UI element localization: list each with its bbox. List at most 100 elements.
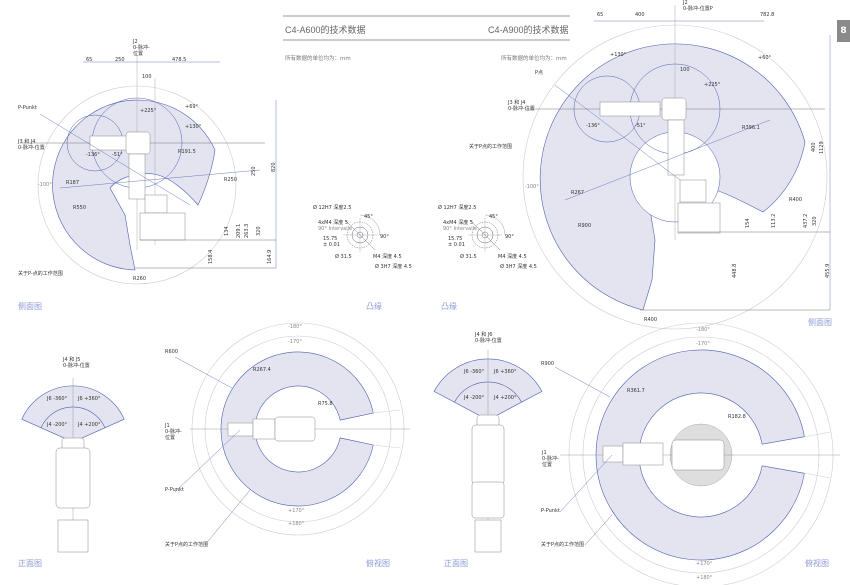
- flange-label: 4xM4 深度 5: [443, 220, 473, 226]
- flange-label: 15.75 ± 0.01: [448, 236, 465, 248]
- view-label: 凸缘: [441, 302, 457, 311]
- angle-label: J4 +200°: [78, 422, 101, 428]
- dim-label: 164.9: [267, 249, 273, 264]
- dim-label: 154: [745, 218, 751, 228]
- angle-label: +225°: [140, 108, 157, 114]
- a600-top-view-drawing: [174, 322, 410, 546]
- dim-label: 100: [142, 74, 152, 80]
- radius-label: R260: [133, 276, 147, 282]
- angle-label: J6 +360°: [78, 396, 101, 402]
- callout-label: J4 和 J5 0-脉冲-位置: [63, 357, 90, 369]
- angle-label: 90°: [505, 234, 514, 240]
- radius-label: R191.5: [178, 149, 196, 155]
- angle-label: +130°: [185, 124, 202, 130]
- dim-label: 113.2: [771, 213, 777, 228]
- angle-label: +130°: [610, 52, 627, 58]
- angle-label: +180°: [288, 521, 305, 527]
- angle-label: J4 +200°: [494, 395, 517, 401]
- a600-front-view-drawing: [21, 378, 125, 553]
- flange-label: 90° Intervalle: [318, 226, 353, 232]
- callout-label: J1 0-脉冲- 位置: [165, 423, 182, 441]
- angle-label: J6 -360°: [47, 396, 68, 402]
- radius-label: R267.4: [253, 367, 271, 373]
- view-label: 俯视图: [805, 559, 829, 568]
- radius-label: R361.7: [627, 388, 645, 394]
- callout-label: P-Punkt: [165, 487, 184, 493]
- angle-label: +69°: [185, 104, 199, 110]
- dim-label: 158.4: [208, 249, 214, 264]
- radius-label: R396.1: [742, 125, 760, 131]
- flange-label: Ø 3H7 深度 4.5: [375, 264, 412, 270]
- callout-label: J3 和 J4 0-脉冲-位置: [18, 139, 45, 151]
- dim-label: J2 0-脉冲-位置P: [683, 0, 713, 12]
- radius-label: R900: [578, 223, 592, 229]
- angle-label: J4 -200°: [464, 395, 485, 401]
- dim-label: 437.2: [803, 213, 809, 228]
- angle-label: 90°: [380, 234, 389, 240]
- view-label: 俯视图: [366, 559, 390, 568]
- angle-label: J6 -360°: [464, 369, 485, 375]
- radius-label: R187: [66, 180, 80, 186]
- view-label: 正面图: [444, 559, 468, 568]
- angle-label: 45°: [364, 214, 373, 220]
- a600-section-title: C4-A600的技术数据: [285, 25, 366, 35]
- radius-label: R182.8: [728, 414, 746, 420]
- dim-label: 478.5: [172, 57, 187, 63]
- a900-unit-note: 所有数据的单位均为：mm: [501, 56, 567, 62]
- angle-label: J6 +360°: [494, 369, 517, 375]
- dim-label: 1129: [819, 141, 825, 154]
- angle-label: +180°: [696, 575, 713, 581]
- dim-label: 455.9: [825, 263, 831, 278]
- callout-label: 关于P点的工作范围: [541, 542, 585, 548]
- angle-label: +170°: [288, 508, 305, 514]
- dim-label: 65: [597, 12, 604, 18]
- callout-label: P-Punkt: [541, 508, 560, 514]
- a600-side-view-drawing: [20, 55, 277, 285]
- angle-label: -100°: [525, 184, 539, 190]
- callout-label: P点: [535, 70, 544, 76]
- dim-label: 320: [256, 226, 262, 236]
- flange-label: Ø 31.5: [335, 254, 352, 260]
- angle-label: -136°: [86, 152, 100, 158]
- angle-label: +170°: [696, 561, 713, 567]
- page-number-badge: 8: [837, 20, 850, 42]
- dim-label: 448.8: [732, 263, 738, 278]
- flange-label: M4 深度 4.5: [498, 254, 527, 260]
- a600-flange-drawing: [343, 214, 381, 252]
- dim-label: 209.1: [236, 223, 242, 238]
- radius-label: R400: [789, 197, 803, 203]
- radius-label: R75.8: [318, 401, 333, 407]
- angle-label: +225°: [704, 82, 721, 88]
- dim-label: 400: [811, 142, 817, 152]
- radius-label: R600: [165, 349, 179, 355]
- callout-label: 关于P点的工作范围: [165, 542, 209, 548]
- flange-label: Ø 12H7 深度2.5: [438, 205, 477, 211]
- radius-label: R400: [644, 317, 658, 323]
- view-label: 正面图: [18, 559, 42, 568]
- a900-top-view-drawing: [554, 322, 840, 585]
- view-label: 凸缘: [366, 302, 382, 311]
- callout-label: J4 和 J6 0-脉冲-位置: [475, 332, 502, 344]
- flange-label: Ø 3H7 深度 4.5: [500, 264, 537, 270]
- a600-unit-note: 所有数据的单位均为：mm: [285, 56, 351, 62]
- dim-label: 100: [680, 67, 690, 73]
- radius-label: R550: [73, 205, 87, 211]
- flange-label: Ø 12H7 深度2.5: [313, 205, 352, 211]
- flange-label: 4xM4 深度 5: [318, 220, 348, 226]
- a900-front-view-drawing: [433, 350, 543, 553]
- angle-label: -100°: [38, 182, 52, 188]
- callout-label: J3 和 J4 0-脉冲-位置: [508, 100, 535, 112]
- view-label: 侧面图: [18, 302, 42, 311]
- a900-section-title: C4-A900的技术数据: [488, 25, 569, 35]
- dim-label: 263.3: [244, 223, 250, 238]
- flange-label: 90° Intervalle: [443, 226, 478, 232]
- angle-label: -170°: [288, 339, 302, 345]
- callout-label: 关于P点的工作范围: [469, 144, 513, 150]
- dim-label: 134: [224, 226, 230, 236]
- dim-label: 400: [635, 12, 645, 18]
- angle-label: -180°: [288, 324, 302, 330]
- angle-label: -170°: [696, 341, 710, 347]
- angle-label: -51°: [635, 123, 646, 129]
- radius-label: R250: [224, 177, 238, 183]
- view-label: 侧面图: [808, 318, 832, 327]
